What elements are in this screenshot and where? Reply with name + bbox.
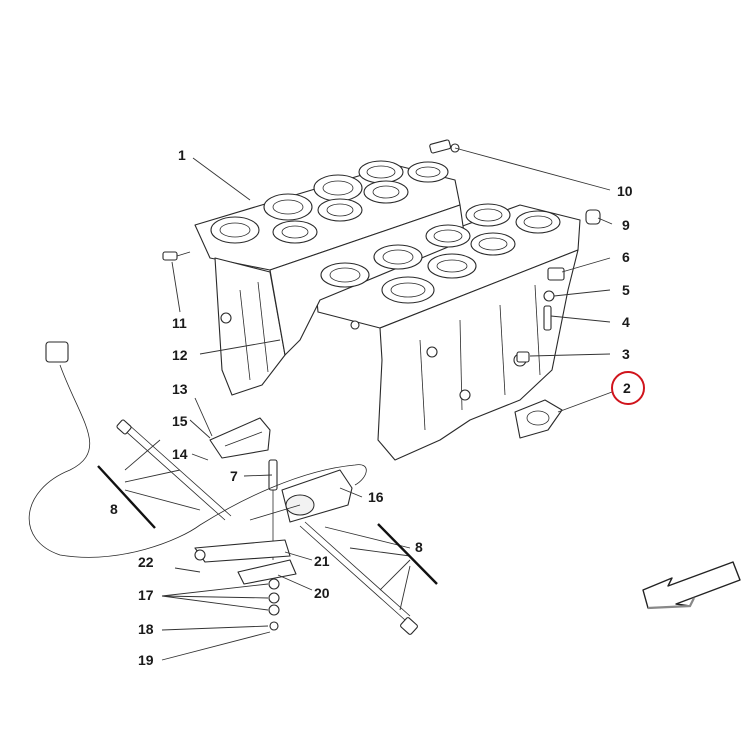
- callout-9[interactable]: 9: [622, 217, 630, 233]
- nut-part-3[interactable]: [516, 351, 530, 363]
- callout-2[interactable]: 2: [623, 380, 631, 396]
- callout-8-left[interactable]: 8: [110, 501, 118, 517]
- front-trumpets: [320, 203, 561, 304]
- linkage-part-21[interactable]: [194, 539, 291, 563]
- callout-3[interactable]: 3: [622, 346, 630, 362]
- callout-22[interactable]: 22: [138, 554, 154, 570]
- callout-labels: 1 2 3 4 5 6 7 8 8 9 10 11 12 13 14 15 16…: [110, 147, 633, 668]
- callout-5[interactable]: 5: [622, 282, 630, 298]
- callout-11[interactable]: 11: [172, 315, 187, 331]
- fitting-part-5[interactable]: [543, 290, 555, 302]
- arrow-down-left-icon: [642, 561, 741, 610]
- screw-part-11[interactable]: [162, 251, 191, 261]
- hose-line: [28, 341, 367, 558]
- callout-4[interactable]: 4: [622, 314, 630, 330]
- callout-13[interactable]: 13: [172, 381, 188, 397]
- callout-20[interactable]: 20: [314, 585, 330, 601]
- callout-15[interactable]: 15: [172, 413, 188, 429]
- leader-lines: [124, 147, 613, 661]
- stack-parts-17-19[interactable]: [268, 578, 280, 631]
- callout-19[interactable]: 19: [138, 652, 154, 668]
- callout-10[interactable]: 10: [617, 183, 633, 199]
- callout-18[interactable]: 18: [138, 621, 154, 637]
- callout-16[interactable]: 16: [368, 489, 384, 505]
- bolt-part-10[interactable]: [429, 139, 460, 154]
- callout-12[interactable]: 12: [172, 347, 188, 363]
- cap-part-9[interactable]: [585, 209, 601, 225]
- actuator-part-16[interactable]: [249, 469, 353, 523]
- bracket-part-13[interactable]: [209, 417, 271, 459]
- gasket-part-2[interactable]: [514, 399, 563, 439]
- group-bracket-right: [377, 523, 438, 585]
- callout-1[interactable]: 1: [178, 147, 186, 163]
- stud-part-4[interactable]: [543, 305, 552, 331]
- sensor-part-6[interactable]: [547, 267, 565, 281]
- highlight-circle: [611, 371, 645, 405]
- rod-right-part-8[interactable]: [299, 521, 418, 635]
- rear-trumpets: [210, 160, 449, 244]
- callout-6[interactable]: 6: [622, 249, 630, 265]
- callout-21[interactable]: 21: [314, 553, 330, 569]
- callout-17[interactable]: 17: [138, 587, 154, 603]
- callout-8-right[interactable]: 8: [415, 539, 423, 555]
- group-bracket-left: [97, 465, 156, 529]
- callout-7[interactable]: 7: [230, 468, 238, 484]
- lever-part-20[interactable]: [237, 559, 297, 585]
- callout-14[interactable]: 14: [172, 446, 188, 462]
